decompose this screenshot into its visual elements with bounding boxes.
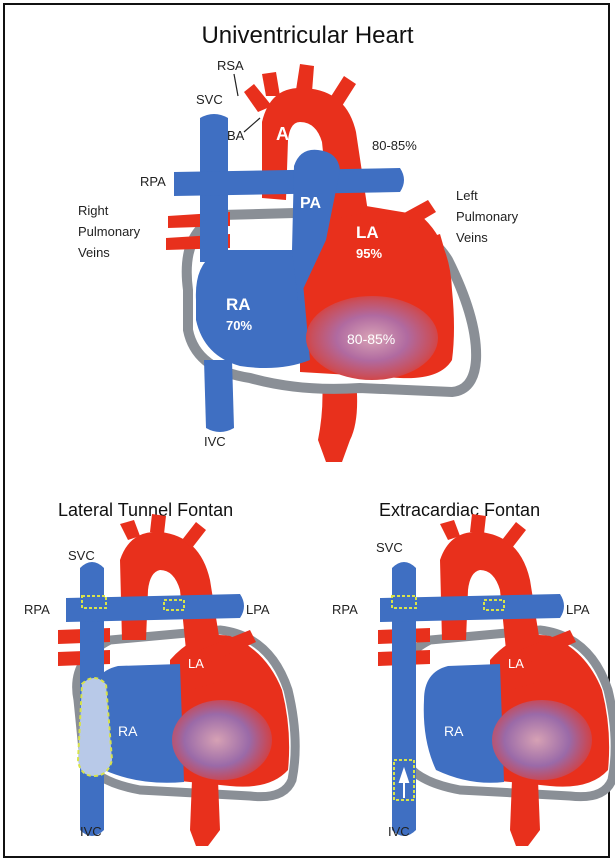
- label-ao: AO: [276, 124, 303, 144]
- ec-label-lpa: LPA: [566, 602, 590, 617]
- ec-right-atrium: [424, 664, 504, 783]
- ec-label-la: LA: [508, 656, 524, 671]
- label-left-pulm-3: Veins: [456, 230, 488, 245]
- label-pa: PA: [300, 195, 321, 212]
- label-left-pulm-2: Pulmonary: [456, 209, 519, 224]
- extracardiac-fontan: SVC RPA LPA LA RA IVC: [332, 514, 615, 846]
- lt-ventricle: [172, 700, 272, 780]
- label-rpa-top: RPA: [140, 174, 166, 189]
- ec-label-ra: RA: [444, 723, 464, 739]
- label-right-pulm-1: Right: [78, 203, 109, 218]
- label-rsa: RSA: [217, 58, 244, 73]
- ec-label-rpa: RPA: [332, 602, 358, 617]
- rsa-arrow: [234, 74, 238, 96]
- lt-label-rpa: RPA: [24, 602, 50, 617]
- label-ba: BA: [227, 128, 245, 143]
- label-right-pulm-2: Pulmonary: [78, 224, 141, 239]
- right-atrium: [196, 250, 310, 368]
- lateral-tunnel-fontan: SVC RPA LPA LA RA IVC: [24, 514, 295, 846]
- ec-ventricle: [492, 700, 592, 780]
- lt-pulmonary-arteries: [66, 594, 244, 622]
- label-svc-top: SVC: [196, 92, 223, 107]
- ec-descending-aorta: [510, 780, 540, 846]
- ec-pulmonary-arteries: [380, 594, 564, 622]
- pulmonary-artery-branches: [174, 168, 404, 196]
- label-ao-sat: 80-85%: [372, 138, 417, 153]
- ba-arrow: [244, 118, 260, 132]
- label-ventricle-sat: 80-85%: [347, 331, 395, 347]
- lt-lateral-tunnel: [78, 678, 112, 776]
- label-right-pulm-3: Veins: [78, 245, 110, 260]
- ec-label-svc: SVC: [376, 540, 403, 555]
- ec-label-ivc: IVC: [388, 824, 410, 839]
- label-left-pulm-1: Left: [456, 188, 478, 203]
- lt-label-ra: RA: [118, 723, 138, 739]
- lt-label-la: LA: [188, 656, 204, 671]
- label-la-top: LA: [356, 223, 379, 242]
- right-subclavian-artery: [262, 72, 280, 96]
- inferior-vena-cava: [204, 360, 234, 432]
- lt-label-svc: SVC: [68, 548, 95, 563]
- lt-label-ivc: IVC: [80, 824, 102, 839]
- label-la-sat: 95%: [356, 246, 382, 261]
- lt-label-lpa: LPA: [246, 602, 270, 617]
- label-ra-top: RA: [226, 295, 251, 314]
- label-ra-sat: 70%: [226, 318, 252, 333]
- label-ivc-top: IVC: [204, 434, 226, 449]
- left-carotid-artery: [296, 64, 314, 92]
- univentricular-heart: RSA SVC BA AO 80-85% RPA PA Right Pulmon…: [78, 58, 519, 462]
- lt-descending-aorta: [190, 780, 220, 846]
